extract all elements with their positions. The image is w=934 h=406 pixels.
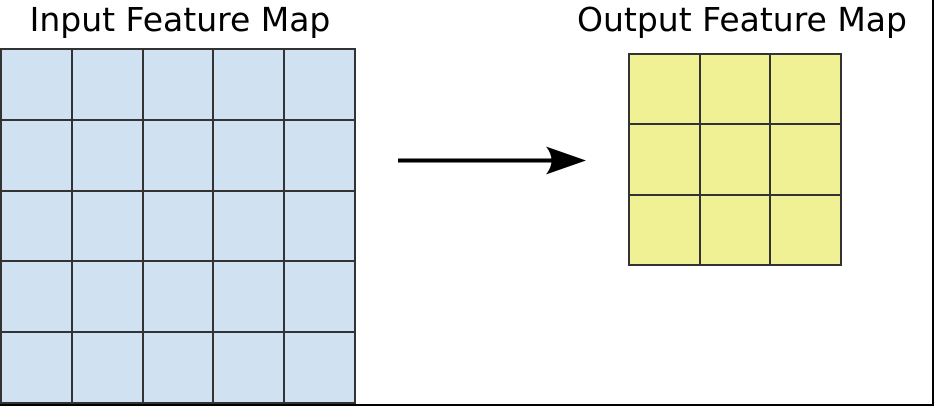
input-feature-map-grid — [0, 48, 356, 404]
grid-cell — [143, 50, 213, 119]
arrow-head — [546, 146, 586, 175]
grid-cell — [771, 125, 840, 194]
grid-cell — [630, 195, 699, 264]
grid-cell — [214, 262, 284, 332]
grid-cell — [285, 120, 354, 190]
output-feature-map-grid — [628, 53, 842, 266]
grid-cell — [72, 262, 142, 332]
grid-cell — [214, 333, 284, 402]
grid-cell — [72, 120, 142, 190]
input-map-title: Input Feature Map — [29, 0, 331, 39]
grid-cell — [72, 50, 142, 119]
grid-cell — [143, 262, 213, 332]
grid-cell — [700, 195, 770, 264]
grid-cell — [2, 191, 71, 261]
grid-cell — [285, 50, 354, 119]
grid-cell — [214, 120, 284, 190]
grid-cell — [143, 191, 213, 261]
grid-cell — [700, 125, 770, 194]
output-map-title: Output Feature Map — [577, 0, 907, 39]
grid-cell — [285, 262, 354, 332]
grid-cell — [771, 195, 840, 264]
grid-cell — [214, 50, 284, 119]
right-arrow-icon — [398, 146, 586, 175]
grid-cell — [700, 55, 770, 124]
grid-cell — [2, 50, 71, 119]
grid-cell — [2, 262, 71, 332]
grid-cell — [285, 333, 354, 402]
grid-cell — [72, 191, 142, 261]
grid-cell — [72, 333, 142, 402]
grid-cell — [285, 191, 354, 261]
grid-cell — [2, 333, 71, 402]
grid-cell — [214, 191, 284, 261]
grid-cell — [143, 333, 213, 402]
grid-cell — [630, 125, 699, 194]
grid-cell — [143, 120, 213, 190]
grid-cell — [771, 55, 840, 124]
grid-cell — [630, 55, 699, 124]
grid-cell — [2, 120, 71, 190]
